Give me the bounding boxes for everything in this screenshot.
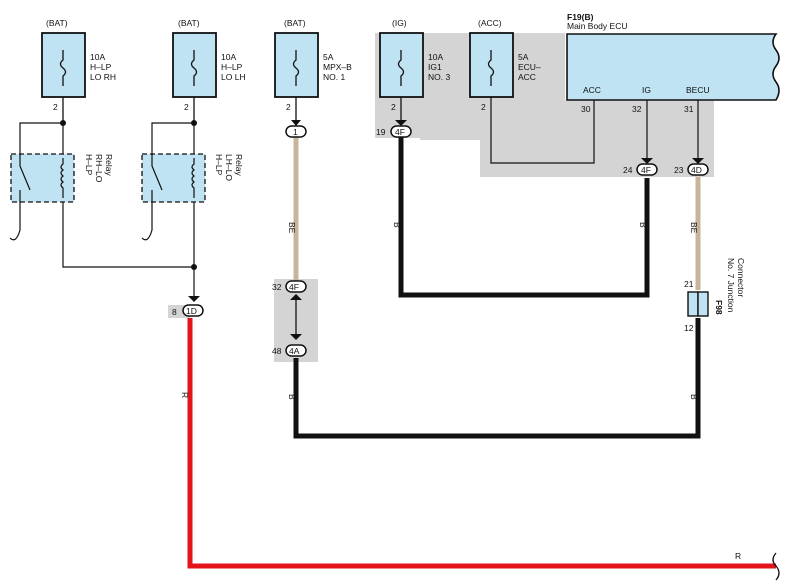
svg-text:4F: 4F <box>395 127 405 137</box>
svg-text:IG1: IG1 <box>428 62 442 72</box>
svg-text:10A: 10A <box>90 52 105 62</box>
svg-text:32: 32 <box>272 282 282 292</box>
relay-lh-lo: H–LP LH–LO Relay <box>141 153 244 241</box>
svg-text:21: 21 <box>684 279 694 289</box>
source-bat-1: (BAT) <box>46 18 68 28</box>
wire-label-b-2: B <box>638 222 648 228</box>
svg-text:1D: 1D <box>186 306 197 316</box>
svg-text:ECU–: ECU– <box>518 62 541 72</box>
source-acc: (ACC) <box>478 18 502 28</box>
wire-label-be-2: BE <box>689 222 699 234</box>
svg-text:H–LP: H–LP <box>90 62 112 72</box>
wire-break-mark <box>772 552 780 581</box>
svg-text:4F: 4F <box>641 165 651 175</box>
ecu-id: F19(B) <box>567 12 594 22</box>
source-bat-2: (BAT) <box>178 18 200 28</box>
svg-text:2: 2 <box>286 102 291 112</box>
svg-text:19: 19 <box>376 127 386 137</box>
source-ig: (IG) <box>392 18 407 28</box>
ecu-pinnum-ig: 32 <box>632 104 642 114</box>
svg-text:Relay: Relay <box>104 154 114 176</box>
fuse-mpx-b-no1: 5A MPX–B NO. 1 2 <box>274 32 352 124</box>
svg-text:23: 23 <box>674 165 684 175</box>
svg-text:4A: 4A <box>289 346 300 356</box>
svg-text:4D: 4D <box>691 165 702 175</box>
svg-text:H–LP: H–LP <box>214 154 224 176</box>
svg-text:H–LP: H–LP <box>221 62 243 72</box>
svg-text:NO. 3: NO. 3 <box>428 72 450 82</box>
wire-red <box>187 318 776 569</box>
svg-text:12: 12 <box>684 323 694 333</box>
ecu-name: Main Body ECU <box>567 21 627 31</box>
svg-text:LH–LO: LH–LO <box>224 154 234 181</box>
connector-4f-24: 4F 24 <box>623 158 658 176</box>
svg-text:Connector: Connector <box>736 258 746 297</box>
ecu-pin-becu: BECU <box>686 85 710 95</box>
connector-4a: 4A 48 <box>272 300 307 357</box>
svg-text:2: 2 <box>391 102 396 112</box>
svg-text:2: 2 <box>184 102 189 112</box>
splice-2 <box>191 120 197 126</box>
svg-text:LO LH: LO LH <box>221 72 246 82</box>
wire-label-b-3: B <box>287 394 297 400</box>
wire-label-b-4: B <box>689 394 699 400</box>
connector-4f-32: 4F 32 <box>272 280 307 300</box>
svg-text:24: 24 <box>623 165 633 175</box>
fuse-h-lp-lo-rh: 10A H–LP LO RH 2 <box>41 32 116 123</box>
wire-label-r-2: R <box>735 551 741 561</box>
ecu-pinnum-acc: 30 <box>581 104 591 114</box>
relay-rh-lo: H–LP RH–LO Relay <box>9 153 114 241</box>
svg-text:Relay: Relay <box>234 154 244 176</box>
connector-4f-19: 4F 19 <box>376 120 412 138</box>
svg-text:ACC: ACC <box>518 72 536 82</box>
ecu-pin-ig: IG <box>642 85 651 95</box>
svg-text:10A: 10A <box>221 52 236 62</box>
svg-text:H–LP: H–LP <box>84 154 94 176</box>
svg-text:2: 2 <box>481 102 486 112</box>
svg-text:F98: F98 <box>714 300 724 315</box>
svg-text:MPX–B: MPX–B <box>323 62 352 72</box>
main-body-ecu-box <box>566 33 780 101</box>
svg-text:48: 48 <box>272 346 282 356</box>
svg-text:RH–LO: RH–LO <box>94 154 104 183</box>
fuse-ecu-acc: 5A ECU– ACC 2 <box>469 32 541 112</box>
svg-text:5A: 5A <box>518 52 529 62</box>
wire-label-r-1: R <box>180 392 190 398</box>
wire-label-be-1: BE <box>287 222 297 234</box>
fuse-h-lp-lo-lh: 10A H–LP LO LH 2 <box>172 32 246 123</box>
svg-text:10A: 10A <box>428 52 443 62</box>
svg-text:LO RH: LO RH <box>90 72 116 82</box>
connector-4d: 4D 23 <box>674 158 709 176</box>
svg-text:4F: 4F <box>289 282 299 292</box>
connector-1: 1 <box>285 120 307 138</box>
junction-connector-f98: 21 12 F98 No. 7 Junction Connector <box>684 258 746 333</box>
fuse-ig1-no3: 10A IG1 NO. 3 2 <box>379 32 450 124</box>
svg-text:2: 2 <box>53 102 58 112</box>
connector-1d: 1D 8 <box>172 296 204 317</box>
ecu-pinnum-becu: 31 <box>684 104 694 114</box>
wire-label-b-1: B <box>392 222 402 228</box>
wire-black-ig <box>398 137 650 298</box>
source-bat-3: (BAT) <box>284 18 306 28</box>
svg-text:No. 7 Junction: No. 7 Junction <box>726 258 736 313</box>
wire-black-main <box>293 318 701 439</box>
svg-text:1: 1 <box>293 127 298 137</box>
splice-3 <box>191 264 197 270</box>
svg-text:8: 8 <box>172 307 177 317</box>
svg-text:5A: 5A <box>323 52 334 62</box>
ecu-pin-acc: ACC <box>583 85 601 95</box>
svg-text:NO. 1: NO. 1 <box>323 72 345 82</box>
ig-acc-ecu-zone <box>375 33 714 177</box>
splice-1 <box>60 120 66 126</box>
